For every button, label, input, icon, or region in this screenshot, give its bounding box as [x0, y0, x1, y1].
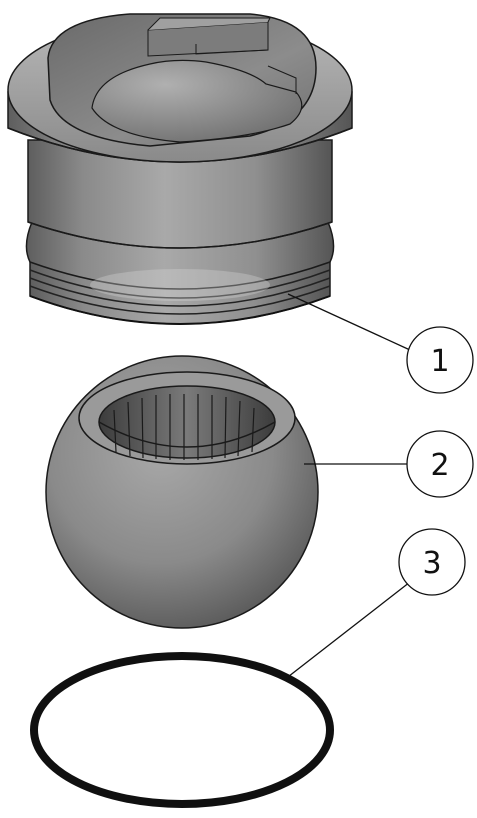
- leader-line-1: [287, 293, 411, 351]
- ball-spline-grooves: [113, 394, 255, 460]
- balloon-2-label: 2: [430, 448, 449, 483]
- balloon-2: [406, 430, 474, 498]
- balloon-3: [398, 528, 466, 596]
- ball-part: [45, 355, 319, 629]
- housing-part: [7, 13, 353, 325]
- o-ring-part: [30, 652, 334, 808]
- balloon-callouts: 1 2 3: [283, 293, 474, 681]
- balloon-1: [406, 326, 474, 394]
- balloon-3-label: 3: [422, 546, 441, 581]
- o-ring: [30, 652, 334, 808]
- leader-line-3: [283, 581, 411, 681]
- balloon-1-label: 1: [430, 344, 449, 379]
